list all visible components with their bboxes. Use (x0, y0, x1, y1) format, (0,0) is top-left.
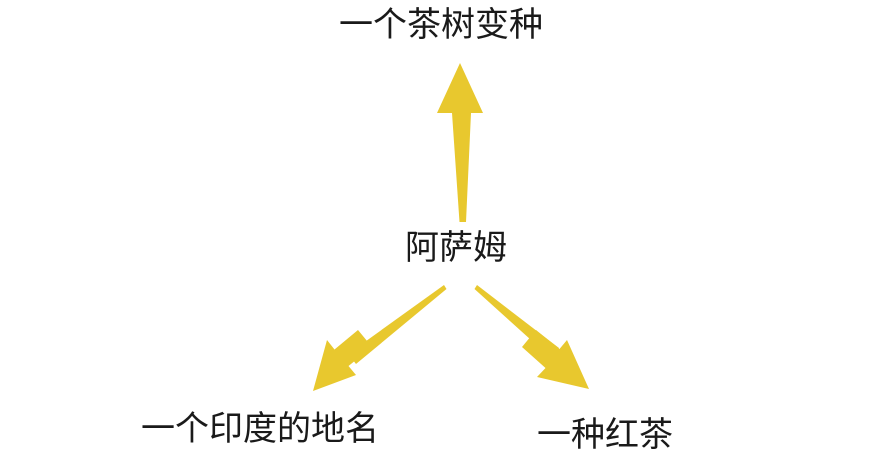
arrow-down-right-to-black-tea (474, 285, 589, 389)
node-label-center-assam: 阿萨姆 (405, 229, 507, 267)
arrow-down-left-to-place-name (313, 285, 447, 391)
node-label-tea-variety: 一个茶树变种 (339, 6, 543, 44)
node-label-black-tea: 一种红茶 (537, 416, 673, 454)
arrow-up-to-tea-variety (437, 63, 483, 222)
node-label-indian-place-name: 一个印度的地名 (141, 410, 379, 448)
